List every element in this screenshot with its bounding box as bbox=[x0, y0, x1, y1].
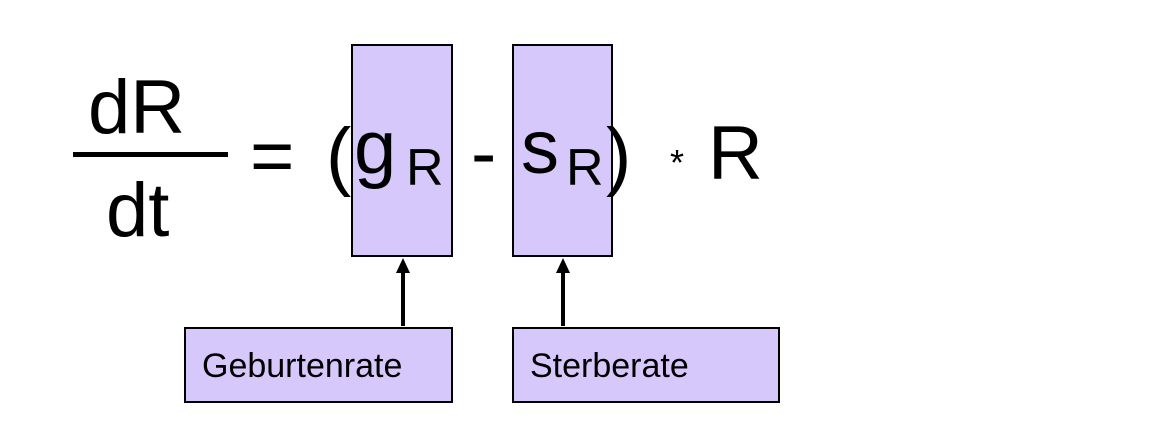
equals-sign: = bbox=[250, 114, 295, 199]
death-term-highlight bbox=[512, 44, 613, 257]
birth-rate-label-box: Geburtenrate bbox=[184, 327, 453, 403]
minus-sign: - bbox=[471, 111, 497, 196]
fraction-bar bbox=[73, 152, 228, 157]
birth-term-highlight bbox=[351, 44, 453, 257]
death-rate-label-box: Sterberate bbox=[512, 327, 780, 403]
death-rate-subscript: R bbox=[566, 139, 604, 197]
death-rate-label: Sterberate bbox=[530, 347, 689, 385]
open-parenthesis: ( bbox=[326, 113, 352, 198]
death-arrow-head bbox=[556, 258, 570, 273]
multiplication-sign: * bbox=[670, 142, 685, 183]
close-parenthesis: ) bbox=[606, 113, 632, 198]
fraction-denominator: dt bbox=[106, 168, 170, 253]
death-rate-symbol: s bbox=[521, 105, 559, 190]
fraction-numerator: dR bbox=[88, 65, 186, 150]
population-variable: R bbox=[708, 111, 763, 196]
birth-arrow bbox=[396, 258, 410, 326]
birth-arrow-head bbox=[396, 258, 410, 273]
birth-rate-subscript: R bbox=[406, 139, 444, 197]
birth-rate-symbol: g bbox=[354, 105, 397, 190]
death-arrow bbox=[556, 258, 570, 326]
birth-rate-label: Geburtenrate bbox=[202, 347, 403, 385]
